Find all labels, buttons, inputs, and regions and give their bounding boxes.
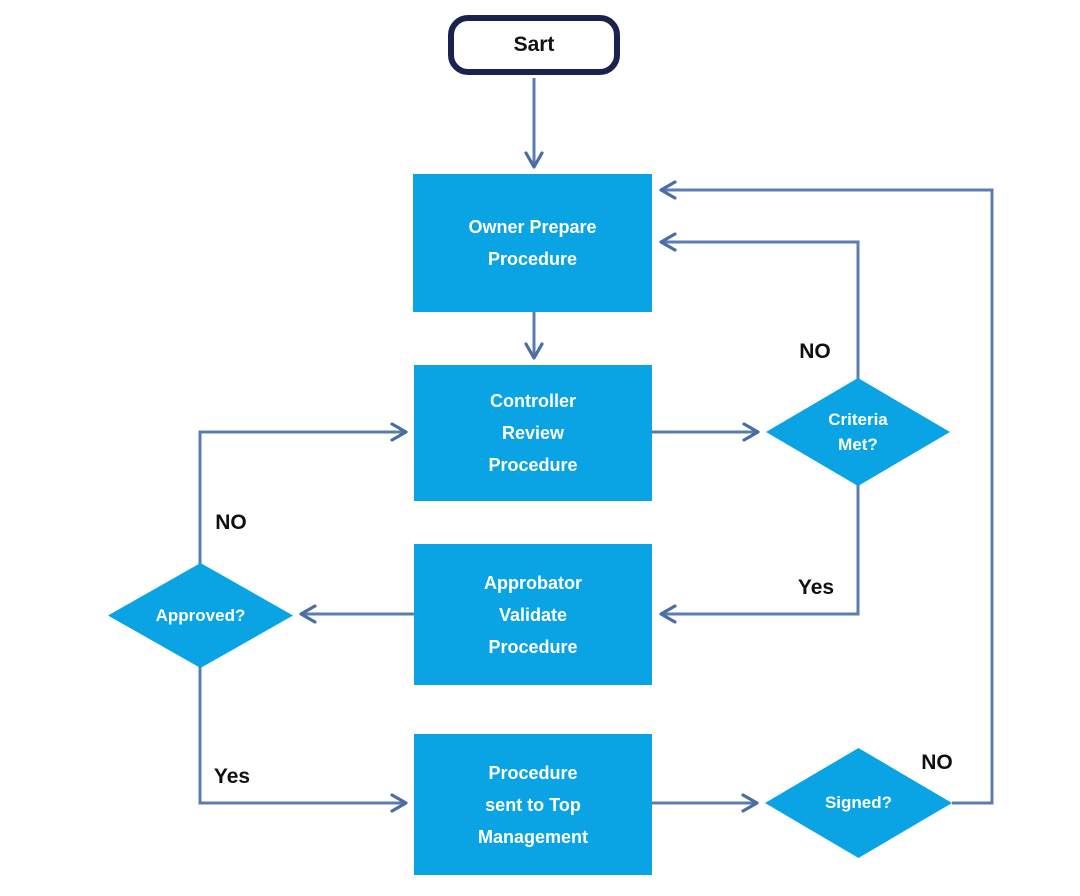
edge-label-signed-no: NO [921, 751, 953, 774]
node-owner-line-2: Procedure [487, 249, 578, 269]
edge-label-approved-yes: Yes [213, 765, 251, 788]
node-approbator-line-2: Validate [498, 604, 568, 625]
edge-signed-no-to-owner [659, 180, 994, 805]
node-owner-line-1: Owner Prepare [468, 217, 597, 237]
node-controller-line-2: Review [501, 423, 565, 443]
node-approbator-validate-procedure: Approbator Validate Procedure [414, 544, 652, 685]
edge-approved-no-to-controller [198, 422, 408, 565]
node-start: Sart [448, 15, 620, 75]
node-criteria-line-1: Criteria [828, 410, 888, 429]
edge-label-criteria-no: NO [799, 340, 831, 363]
node-owner-prepare-procedure: Owner Prepare Procedure [413, 174, 652, 312]
edge-label-criteria-yes: Yes [797, 576, 835, 599]
node-approbator-line-1: Approbator [484, 572, 582, 593]
edge-approved-yes-to-topmgmt [198, 666, 408, 813]
node-procedure-sent-to-top-management: Procedure sent to Top Management [414, 734, 652, 875]
node-controller-line-1: Controller [489, 391, 576, 411]
node-criteria-line-2: Met? [838, 435, 878, 454]
node-controller-line-3: Procedure [488, 455, 578, 475]
node-signed-label: Signed? [824, 793, 893, 812]
edge-label-approved-no: NO [215, 511, 247, 534]
node-start-label: Sart [513, 33, 555, 56]
edge-criteria-no-to-owner [659, 232, 860, 380]
node-topmgmt-line-3: Management [477, 826, 589, 847]
node-approbator-line-3: Procedure [488, 636, 578, 657]
node-topmgmt-line-1: Procedure [488, 762, 578, 783]
edge-criteria-yes-to-approbator [659, 484, 860, 624]
node-controller-review-procedure: Controller Review Procedure [414, 365, 652, 501]
node-approved-label: Approved? [155, 605, 246, 625]
node-topmgmt-line-2: sent to Top [485, 794, 581, 815]
